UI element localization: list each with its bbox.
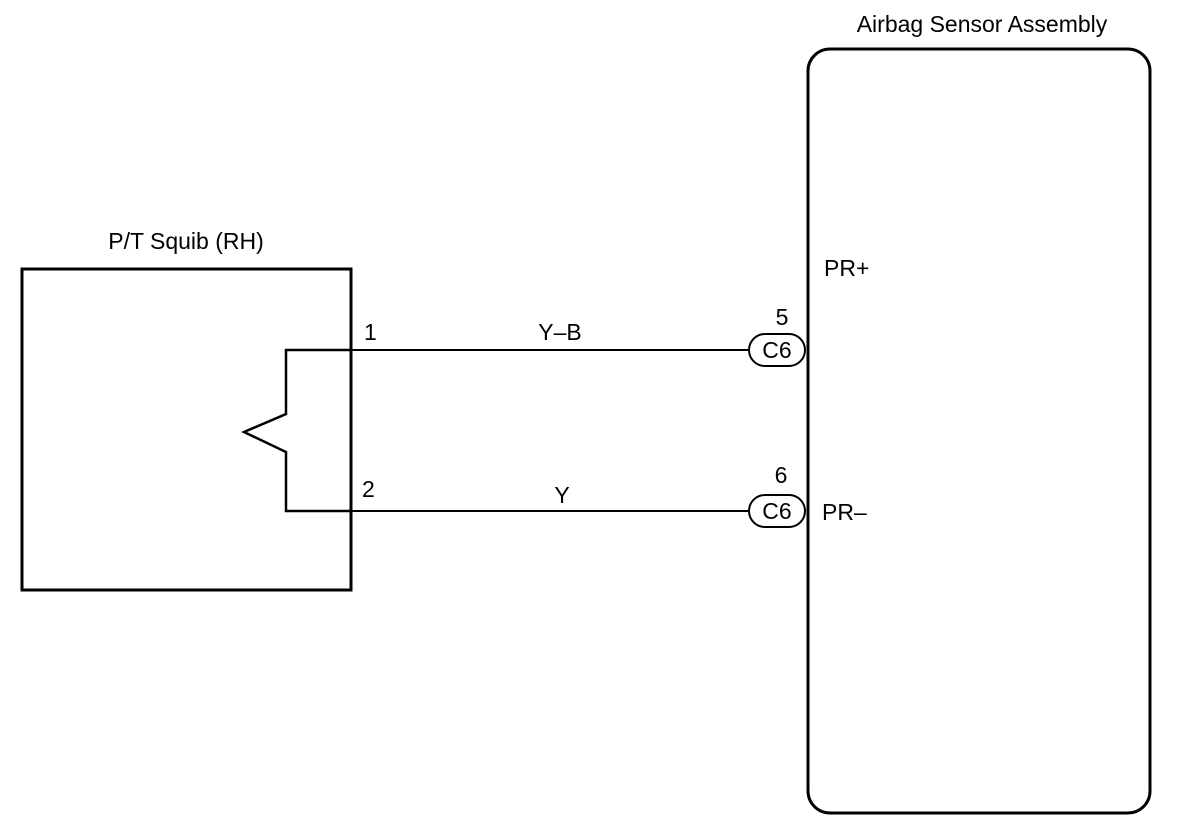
- terminal-pr-plus-label: PR+: [824, 255, 870, 281]
- terminal-pr-minus-label: PR–: [822, 499, 867, 525]
- squib-box: [20, 267, 353, 592]
- sensor-assembly-title: Airbag Sensor Assembly: [856, 11, 1108, 37]
- connector-pin-6-label: 6: [774, 462, 788, 488]
- sensor-assembly-box: [806, 47, 1152, 815]
- wire-1-color-label: Y–B: [538, 319, 582, 345]
- connector-pin-5-label: 5: [775, 304, 789, 330]
- connector-c6-lower: C6: [748, 494, 806, 528]
- squib-pin-2-label: 2: [362, 476, 375, 502]
- squib-pin-1-label: 1: [364, 319, 377, 345]
- connector-c6-upper: C6: [748, 333, 806, 367]
- wire-2-color-label: Y: [554, 482, 570, 508]
- squib-title: P/T Squib (RH): [108, 228, 264, 254]
- connector-c6-upper-label: C6: [762, 336, 792, 363]
- connector-c6-lower-label: C6: [762, 497, 792, 524]
- squib-element-symbol: [240, 348, 351, 513]
